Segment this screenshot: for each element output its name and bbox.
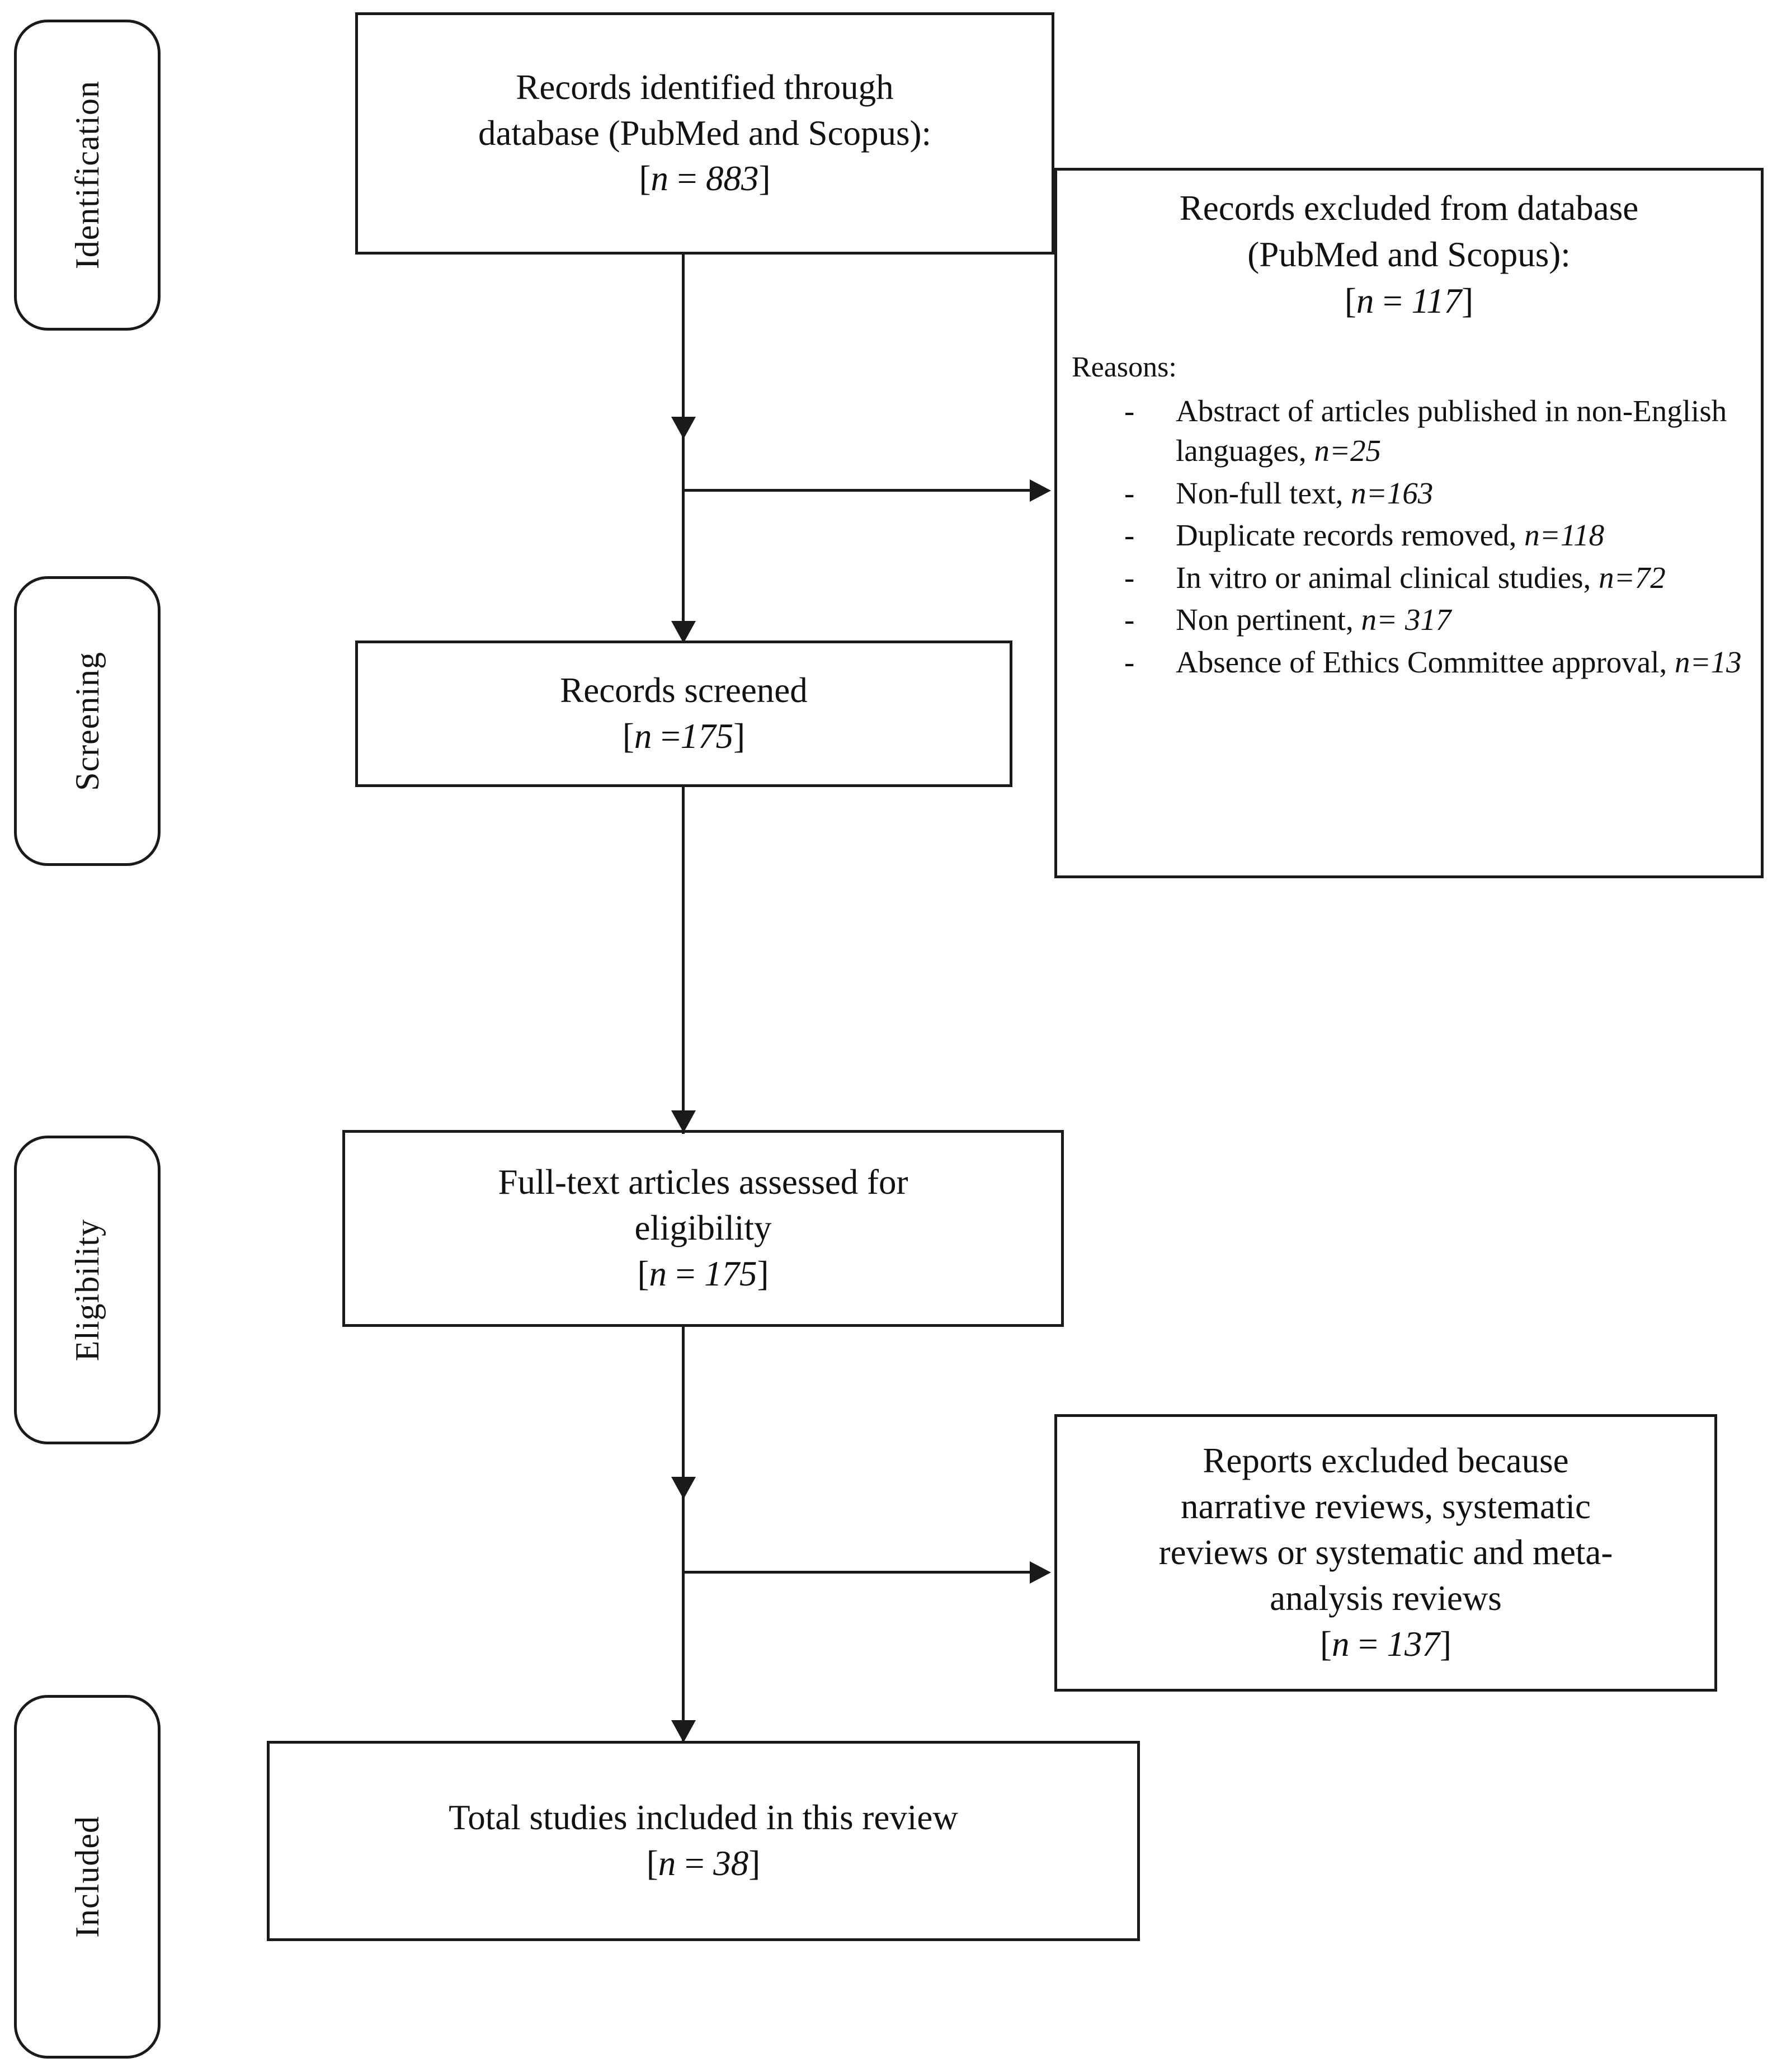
reason-n-value: 118 <box>1560 518 1605 553</box>
stage-label-included-text: Included <box>69 1816 106 1938</box>
arrowhead-down-into-fulltext <box>671 1110 696 1133</box>
total-included-line-1: Total studies included in this review <box>449 1798 958 1838</box>
reason-bullet-dash: - <box>1124 602 1135 637</box>
reasons-list: - Abstract of articles published in non-… <box>1057 391 1761 685</box>
connector-to-reports-excluded <box>683 1571 1030 1574</box>
reason-text: Abstract of articles published in non-En… <box>1176 393 1727 468</box>
reason-n-label: n <box>1674 644 1690 679</box>
reason-n-label: n <box>1599 560 1614 595</box>
box-reports-excluded: Reports excluded because narrative revie… <box>1054 1414 1717 1692</box>
reports-excluded-line-3: reviews or systematic and meta- <box>1158 1533 1613 1572</box>
reason-item: - Duplicate records removed, n=118 <box>1124 515 1744 555</box>
total-included-count: [n = 38] <box>646 1844 761 1883</box>
records-identified-line-2: database (PubMed and Scopus): <box>478 113 932 153</box>
reason-text: Non-full text, <box>1176 475 1344 510</box>
reason-n-value: 163 <box>1387 475 1434 510</box>
fulltext-count: [n = 175] <box>637 1254 769 1293</box>
reason-n-sep: = <box>1366 475 1387 510</box>
reason-bullet-dash: - <box>1124 518 1135 553</box>
reports-excluded-count: [n = 137] <box>1320 1624 1451 1664</box>
connector-to-records-excluded <box>683 489 1030 492</box>
records-excluded-line-2: (PubMed and Scopus): <box>1247 235 1571 275</box>
stage-label-identification-text: Identification <box>69 81 106 270</box>
reason-n-value: 25 <box>1350 434 1382 468</box>
reason-n-label: n <box>1351 475 1366 510</box>
connector-identified-to-screened <box>682 255 685 642</box>
records-identified-count: [n = 883] <box>639 159 771 199</box>
reason-bullet-dash: - <box>1124 475 1135 510</box>
reason-n-value: 72 <box>1634 560 1666 595</box>
arrowhead-right-into-reports-excluded <box>1030 1561 1051 1584</box>
reason-item: - Absence of Ethics Committee approval, … <box>1124 642 1744 682</box>
reason-text: Absence of Ethics Committee approval, <box>1176 644 1667 679</box>
fulltext-line-1: Full-text articles assessed for <box>498 1162 908 1202</box>
reason-item: - Non pertinent, n= 317 <box>1124 600 1744 640</box>
box-records-screened: Records screened [n =175] <box>355 641 1012 787</box>
reason-text: Duplicate records removed, <box>1176 518 1517 553</box>
reason-n-label: n <box>1314 434 1330 468</box>
connector-fulltext-to-included <box>682 1327 685 1742</box>
stage-label-eligibility-text: Eligibility <box>69 1218 106 1362</box>
box-records-excluded-database: Records excluded from database (PubMed a… <box>1054 168 1764 878</box>
records-excluded-count: [n = 117] <box>1344 281 1474 321</box>
reason-n-sep: = <box>1539 518 1561 553</box>
stage-label-identification: Identification <box>14 20 161 331</box>
reason-item: - In vitro or animal clinical studies, n… <box>1124 558 1744 598</box>
arrowhead-down-mid-identification <box>671 417 696 439</box>
box-fulltext-assessed: Full-text articles assessed for eligibil… <box>342 1130 1064 1327</box>
box-records-identified: Records identified through database (Pub… <box>355 12 1054 255</box>
reason-bullet-dash: - <box>1124 644 1135 679</box>
stage-label-included: Included <box>14 1695 161 2059</box>
reason-n-label: n <box>1361 602 1377 637</box>
arrowhead-down-into-screened <box>671 621 696 643</box>
reason-bullet-dash: - <box>1124 393 1135 428</box>
reports-excluded-line-4: analysis reviews <box>1270 1578 1502 1618</box>
stage-label-screening: Screening <box>14 576 161 866</box>
stage-label-screening-text: Screening <box>69 651 106 791</box>
connector-screened-to-fulltext <box>682 787 685 1134</box>
reason-n-label: n <box>1524 518 1540 553</box>
records-screened-line-1: Records screened <box>560 671 808 710</box>
reason-item: - Non-full text, n=163 <box>1124 473 1744 514</box>
reason-bullet-dash: - <box>1124 560 1135 595</box>
records-identified-line-1: Records identified through <box>516 67 894 107</box>
records-excluded-header: Records excluded from database (PubMed a… <box>1057 171 1761 324</box>
records-excluded-line-1: Records excluded from database <box>1179 189 1639 228</box>
reasons-label: Reasons: <box>1072 351 1177 384</box>
reason-n-sep: = <box>1329 434 1351 468</box>
arrowhead-right-into-records-excluded <box>1030 479 1051 502</box>
stage-label-eligibility: Eligibility <box>14 1136 161 1444</box>
fulltext-line-2: eligibility <box>634 1208 772 1248</box>
reports-excluded-line-1: Reports excluded because <box>1203 1441 1569 1481</box>
reason-text: In vitro or animal clinical studies, <box>1176 560 1591 595</box>
reason-n-value: 317 <box>1404 602 1451 637</box>
reason-n-sep: = <box>1690 644 1711 679</box>
reason-n-sep: = <box>1376 602 1405 637</box>
records-screened-count: [n =175] <box>622 717 746 756</box>
reason-n-sep: = <box>1614 560 1635 595</box>
box-total-included: Total studies included in this review [n… <box>267 1741 1140 1941</box>
reports-excluded-line-2: narrative reviews, systematic <box>1181 1487 1591 1527</box>
reason-text: Non pertinent, <box>1176 602 1354 637</box>
arrowhead-down-mid-eligibility <box>671 1477 696 1499</box>
arrowhead-down-into-total-included <box>671 1720 696 1743</box>
reason-item: - Abstract of articles published in non-… <box>1124 391 1744 471</box>
reason-n-value: 13 <box>1710 644 1742 679</box>
